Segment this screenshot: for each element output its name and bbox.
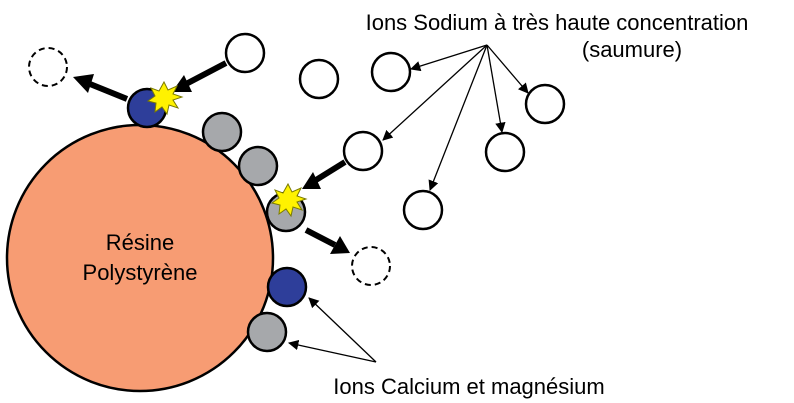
magnesium-ion-4 — [246, 311, 288, 353]
sodium-pointers — [382, 44, 529, 191]
sodium-ion-1 — [224, 32, 266, 74]
spark-side — [270, 182, 308, 218]
sodium-label-line1: Ions Sodium à très haute concentration — [366, 10, 749, 35]
exchange-arrow-outgoing-side — [304, 227, 350, 254]
exchange-arrow-incoming-top — [172, 60, 228, 92]
sodium-ion-4 — [342, 130, 384, 172]
exchange-arrow-outgoing-top — [73, 74, 129, 102]
resin-label-line1: Résine — [106, 230, 174, 255]
sodium-ion-2 — [298, 58, 340, 100]
sodium-ion-6 — [484, 131, 526, 173]
sodium-ion-7 — [402, 189, 444, 231]
resin-label-line2: Polystyrène — [83, 260, 198, 285]
sodium-ion-5 — [524, 83, 566, 125]
magnesium-ion-1 — [201, 111, 243, 153]
displaced-ion-2 — [351, 246, 391, 286]
magnesium-ion-2 — [237, 145, 279, 187]
calcium-ion-side — [266, 266, 308, 308]
sodium-ion-3 — [370, 51, 412, 93]
sodium-label-line2: (saumure) — [582, 37, 682, 62]
spark-top — [146, 80, 184, 116]
displaced-ion-1 — [28, 47, 68, 87]
calcium-pointers — [287, 297, 377, 363]
resin-bead — [5, 123, 275, 393]
exchange-arrow-incoming-side — [302, 159, 347, 189]
calcium-label: Ions Calcium et magnésium — [333, 374, 604, 399]
